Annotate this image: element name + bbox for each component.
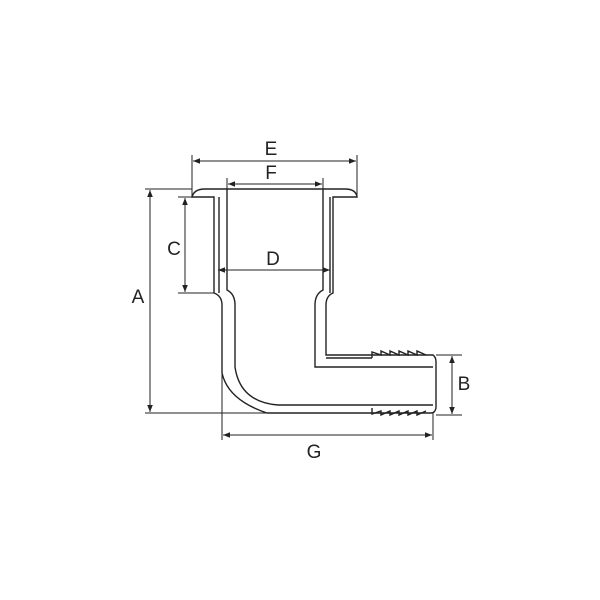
label-C: C [167, 239, 181, 260]
label-A: A [132, 287, 145, 308]
label-F: F [265, 163, 277, 184]
dimension-lines [145, 155, 462, 440]
label-E: E [265, 139, 278, 160]
fitting-outline [191, 188, 437, 417]
label-G: G [307, 442, 322, 463]
label-B: B [458, 374, 471, 395]
label-D: D [266, 249, 280, 270]
